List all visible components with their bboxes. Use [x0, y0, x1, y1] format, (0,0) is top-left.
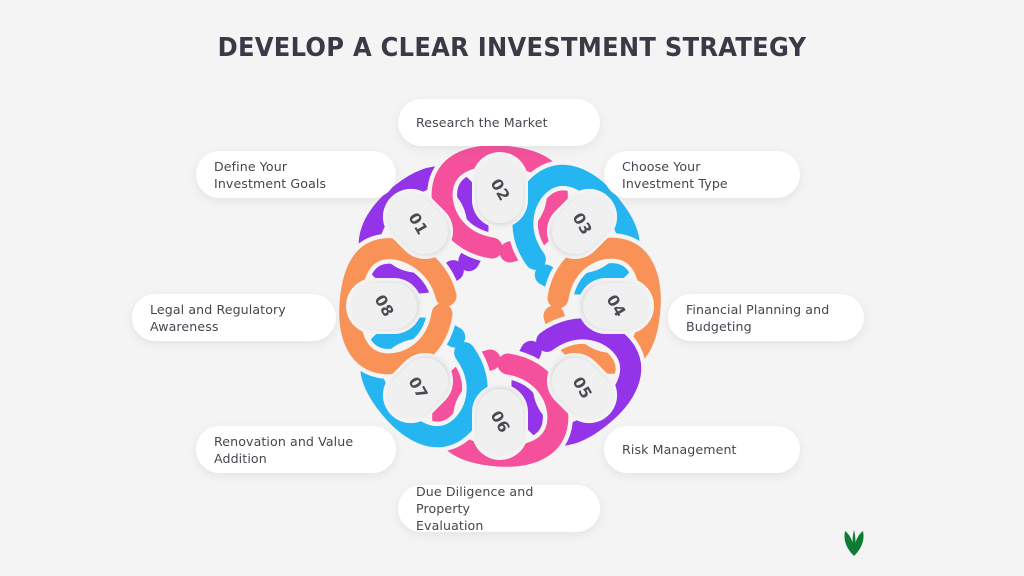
leaf-logo [844, 530, 864, 556]
step-number-badge-02[interactable]: 02 [472, 152, 528, 228]
badge-capsule [583, 283, 649, 329]
step-label-card-06[interactable]: Due Diligence and Property Evaluation [398, 484, 600, 533]
step-label-card-02[interactable]: Research the Market [398, 99, 600, 146]
step-label-text-03: Choose Your Investment Type [622, 158, 728, 191]
badge-capsule [551, 193, 613, 255]
step-label-card-01[interactable]: Define Your Investment Goals [196, 151, 396, 198]
step-number-badge-05[interactable]: 05 [535, 341, 628, 434]
step-label-text-07: Renovation and Value Addition [214, 433, 354, 466]
badge-capsule [551, 357, 613, 419]
step-number-badge-03[interactable]: 03 [535, 177, 628, 270]
badge-capsule [477, 157, 523, 223]
badge-capsule [387, 193, 449, 255]
page-title: DEVELOP A CLEAR INVESTMENT STRATEGY [217, 33, 807, 63]
step-label-text-06: Due Diligence and Property Evaluation [416, 484, 534, 533]
leaf-petal-3 [852, 530, 856, 555]
step-number-badge-01[interactable]: 01 [371, 177, 464, 270]
step-number-badge-06[interactable]: 06 [472, 384, 528, 460]
step-label-text-04: Financial Planning and Budgeting [686, 301, 830, 334]
leaf-petal-1 [844, 531, 854, 556]
step-label-text-05: Risk Management [622, 442, 737, 457]
step-number-badge-04[interactable]: 04 [578, 278, 654, 334]
step-number-badge-08[interactable]: 08 [346, 278, 422, 334]
step-label-card-03[interactable]: Choose Your Investment Type [604, 151, 800, 198]
step-label-card-04[interactable]: Financial Planning and Budgeting [668, 294, 864, 341]
badge-capsule [387, 357, 449, 419]
step-label-text-02: Research the Market [416, 115, 548, 130]
step-label-card-08[interactable]: Legal and Regulatory Awareness [132, 294, 336, 341]
leaf-petal-2 [854, 531, 864, 556]
step-label-card-05[interactable]: Risk Management [604, 426, 800, 473]
badge-capsule [351, 283, 417, 329]
step-number-badge-07[interactable]: 07 [371, 341, 464, 434]
badge-capsule [477, 389, 523, 455]
step-label-card-07[interactable]: Renovation and Value Addition [196, 426, 396, 473]
step-label-text-08: Legal and Regulatory Awareness [150, 301, 286, 334]
step-label-text-01: Define Your Investment Goals [214, 158, 327, 191]
